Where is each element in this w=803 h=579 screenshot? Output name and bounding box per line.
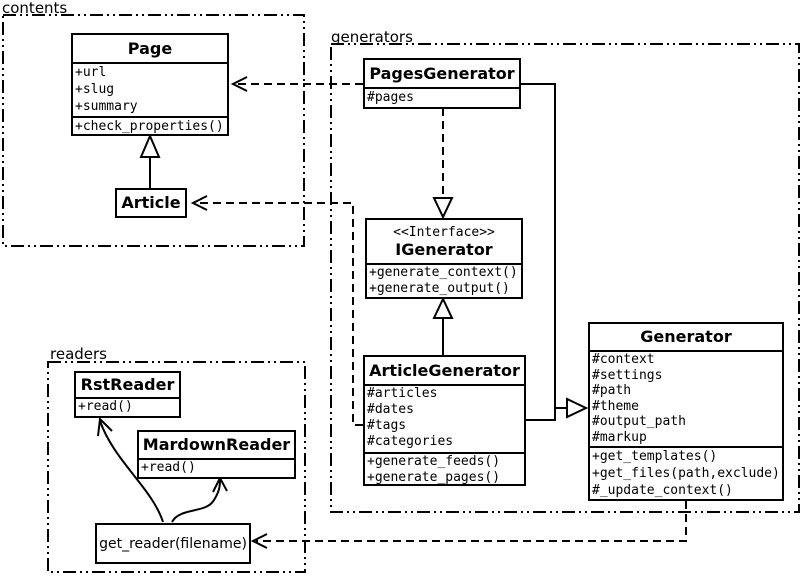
uml-method: #_update_context() [592, 483, 733, 498]
uml-method: +read() [141, 460, 196, 475]
association-getreader-to-rstreader [97, 416, 164, 523]
class-pagesgenerator-title: PagesGenerator [369, 63, 515, 83]
package-label-readers: readers [50, 345, 107, 363]
class-generator-title: Generator [640, 327, 732, 346]
generalization-articlegenerator-to-generator [526, 397, 589, 421]
uml-attribute: #settings [592, 367, 663, 383]
realization-pagesgenerator-to-igenerator [432, 108, 454, 220]
class-igenerator-stereotype: <<Interface>> [393, 225, 495, 240]
uml-method: +get_files(path,exclude) [592, 466, 780, 481]
uml-method: +generate_pages() [367, 470, 501, 485]
class-page-title: Page [127, 38, 173, 58]
class-article: Article [115, 188, 187, 218]
class-articlegenerator-methods: +generate_feeds() +generate_pages() [365, 452, 524, 486]
class-articlegenerator: ArticleGenerator #articles #dates #tags … [363, 355, 526, 486]
uml-method: +get_templates() [592, 449, 718, 464]
dependency-pagesgenerator-to-page [230, 76, 363, 92]
class-articlegenerator-attributes: #articles #dates #tags #categories [365, 384, 524, 452]
package-label-generators: generators [331, 28, 413, 46]
uml-method: +check_properties() [75, 119, 224, 134]
uml-attribute: #theme [592, 398, 639, 414]
uml-attribute: +slug [75, 82, 115, 97]
class-igenerator-title: <<Interface>> IGenerator [367, 220, 521, 263]
package-generators-border [330, 43, 800, 513]
uml-method: +read() [78, 399, 133, 414]
function-get-reader: get_reader(filename) [95, 523, 251, 564]
uml-attribute: #categories [367, 434, 454, 449]
uml-attribute: #articles [367, 386, 438, 401]
class-page-methods: +check_properties() [73, 116, 227, 138]
uml-attribute: #path [592, 383, 632, 398]
class-igenerator-name: IGenerator [395, 240, 493, 259]
class-rstreader: RstReader +read() [74, 371, 181, 418]
class-article-title: Article [121, 193, 181, 212]
generalization-articlegenerator-to-igenerator [432, 296, 454, 355]
class-mardownreader-methods: +read() [139, 458, 294, 477]
class-generator-methods: +get_templates() +get_files(path,exclude… [590, 446, 782, 499]
uml-attribute: #output_path [592, 414, 686, 429]
class-pagesgenerator-attributes: #pages [365, 87, 519, 107]
class-articlegenerator-title: ArticleGenerator [369, 360, 520, 380]
function-get-reader-label: get_reader(filename) [99, 535, 247, 552]
uml-attribute: #dates [367, 402, 414, 417]
uml-attribute: #tags [367, 418, 407, 433]
class-mardownreader: MardownReader +read() [137, 430, 296, 479]
class-generator: Generator #context #settings #path #them… [588, 322, 784, 501]
class-generator-attributes: #context #settings #path #theme #output_… [590, 350, 782, 446]
class-rstreader-title: RstReader [80, 375, 175, 394]
package-label-contents: contents [2, 0, 68, 17]
dependency-generator-to-getreader [250, 501, 687, 549]
generalization-article-to-page [139, 133, 161, 188]
class-page: Page +url +slug +summary +check_properti… [71, 33, 229, 136]
uml-attribute: #context [592, 352, 655, 367]
package-readers-border [47, 361, 306, 573]
generalization-pagesgenerator-to-generator [521, 83, 556, 407]
class-igenerator-methods: +generate_context() +generate_output() [367, 263, 521, 297]
class-rstreader-methods: +read() [76, 397, 179, 416]
class-igenerator: <<Interface>> IGenerator +generate_conte… [365, 218, 523, 299]
uml-method: +generate_feeds() [367, 454, 501, 469]
class-mardownreader-title: MardownReader [142, 435, 291, 454]
uml-method: +generate_output() [369, 281, 510, 296]
uml-method: +generate_context() [369, 265, 518, 280]
dependency-articlegenerator-to-article [190, 195, 363, 426]
uml-attribute: #markup [592, 429, 647, 445]
uml-attribute: +summary [75, 99, 138, 114]
uml-attribute: +url [75, 65, 107, 80]
class-pagesgenerator: PagesGenerator #pages [363, 58, 521, 109]
class-page-attributes: +url +slug +summary [73, 62, 227, 116]
package-contents-border [2, 14, 305, 247]
uml-attribute: #pages [367, 90, 414, 105]
association-getreader-to-mardownreader [171, 475, 228, 523]
